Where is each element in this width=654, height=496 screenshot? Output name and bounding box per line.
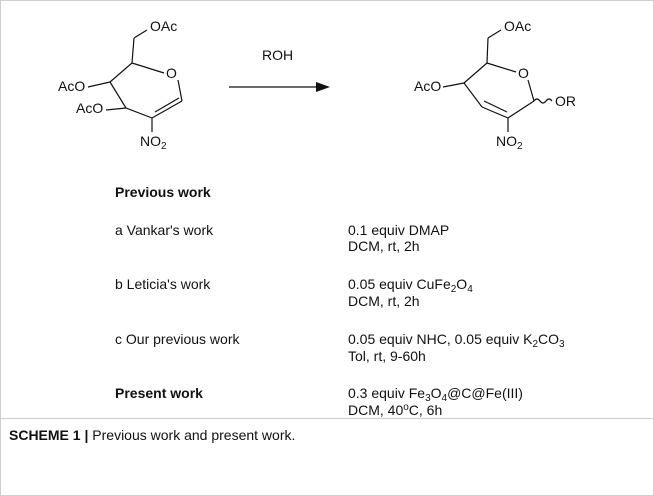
caption-label: SCHEME 1 | <box>9 427 89 443</box>
row-present-name: Present work <box>115 385 203 401</box>
reactant-oac-top: OAc <box>150 18 177 34</box>
reactant-nitro: NO2 <box>140 133 167 152</box>
row-vankar-conditions-line1: 0.1 equiv DMAP <box>348 222 450 238</box>
product-bonds <box>442 29 553 132</box>
caption-divider <box>0 418 654 419</box>
reactant-ring-oxygen: O <box>166 65 177 81</box>
product-labels: OAc AcO O OR NO2 <box>414 18 576 152</box>
row-leticia-name: b Leticia's work <box>115 276 211 292</box>
row-present-conditions-line1: 0.3 equiv Fe3O4@C@Fe(III) <box>348 385 523 404</box>
row-present-conditions-line2: DCM, 40oC, 6h <box>348 402 443 418</box>
reaction-arrow <box>229 82 330 92</box>
product-aco-left: AcO <box>414 78 441 94</box>
product-or: OR <box>555 93 576 109</box>
reagent-label: ROH <box>262 47 293 63</box>
row-previous-name: c Our previous work <box>115 331 240 347</box>
row-leticia-conditions-line2: DCM, rt, 2h <box>348 293 420 309</box>
reactant-bonds <box>87 29 183 132</box>
row-previous-conditions-line2: Tol, rt, 9-60h <box>348 348 426 364</box>
reactant-aco-left: AcO <box>58 78 85 94</box>
previous-work-heading: Previous work <box>115 184 211 200</box>
product-nitro: NO2 <box>496 133 523 152</box>
row-vankar-name: a Vankar's work <box>115 222 214 238</box>
reactant-aco-lower: AcO <box>76 100 103 116</box>
reactant-labels: OAc AcO AcO O NO2 <box>58 18 177 152</box>
caption-text: Previous work and present work. <box>88 427 296 443</box>
product-oac-top: OAc <box>504 18 531 34</box>
product-ring-oxygen: O <box>518 65 529 81</box>
row-leticia-conditions-line1: 0.05 equiv CuFe2O4 <box>348 276 473 295</box>
figure-caption: SCHEME 1 | Previous work and present wor… <box>9 426 295 444</box>
reaction-scheme: OAc AcO AcO O NO2 ROH OAc AcO O OR NO2 <box>58 18 576 152</box>
row-vankar-conditions-line2: DCM, rt, 2h <box>348 238 420 254</box>
row-previous-conditions-line1: 0.05 equiv NHC, 0.05 equiv K2CO3 <box>348 331 565 350</box>
